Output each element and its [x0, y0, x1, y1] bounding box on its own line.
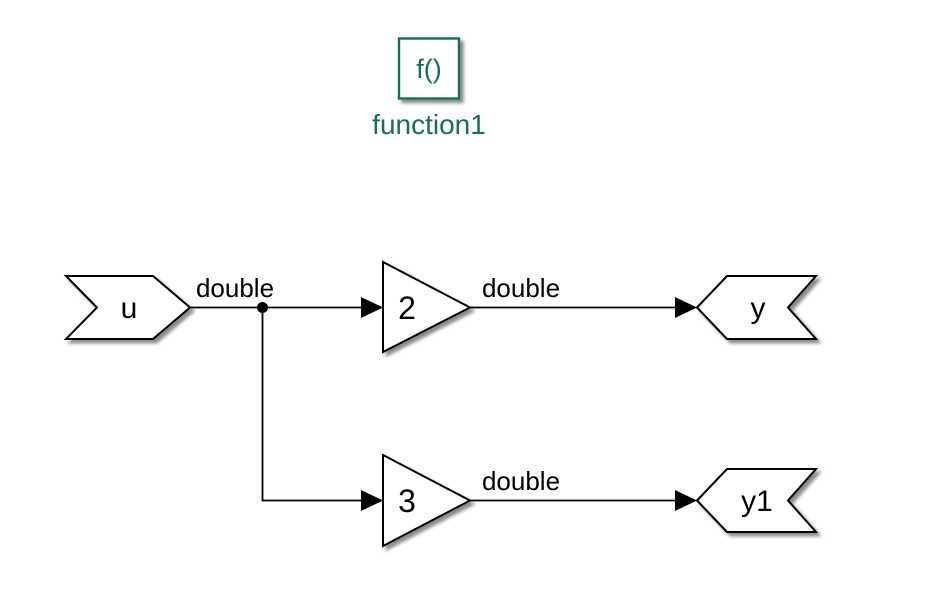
arrowhead-outport-y: [675, 297, 697, 318]
block-simulink-function[interactable]: f() function1: [372, 37, 486, 141]
function-signature-icon: f(): [416, 54, 441, 84]
outport-y1-shape[interactable]: [695, 468, 819, 533]
outport-y-shape[interactable]: [695, 275, 819, 340]
block-outport-y1[interactable]: y1: [695, 468, 819, 533]
block-inport-u[interactable]: u: [63, 275, 192, 340]
block-name-function1[interactable]: function1: [372, 109, 486, 140]
inport-u-label: u: [121, 292, 138, 325]
inport-shape[interactable]: [63, 275, 192, 340]
arrowhead-gain2-input: [361, 297, 383, 318]
block-outport-y[interactable]: y: [695, 275, 819, 340]
arrowhead-gain3-input: [361, 490, 383, 511]
signal-gain2-to-y[interactable]: [470, 297, 697, 318]
gain2-triangle[interactable]: [382, 260, 473, 354]
block-gain-3[interactable]: 3: [382, 453, 473, 548]
block-gain-2[interactable]: 2: [382, 260, 473, 354]
gain3-value: 3: [398, 483, 416, 519]
gain2-value: 2: [398, 290, 416, 326]
outport-y-label: y: [751, 292, 766, 325]
gain3-triangle[interactable]: [382, 453, 473, 548]
signal-branch-to-gain3[interactable]: [261, 307, 384, 512]
outport-y1-label: y1: [741, 485, 773, 518]
simulink-function-box[interactable]: [397, 37, 461, 100]
signal-type-label-input: double: [196, 273, 274, 303]
signal-type-label-gain2-out: double: [482, 273, 560, 303]
signal-gain3-to-y1[interactable]: [470, 490, 697, 511]
signal-type-label-gain3-out: double: [482, 466, 560, 496]
arrowhead-outport-y1: [675, 490, 697, 511]
